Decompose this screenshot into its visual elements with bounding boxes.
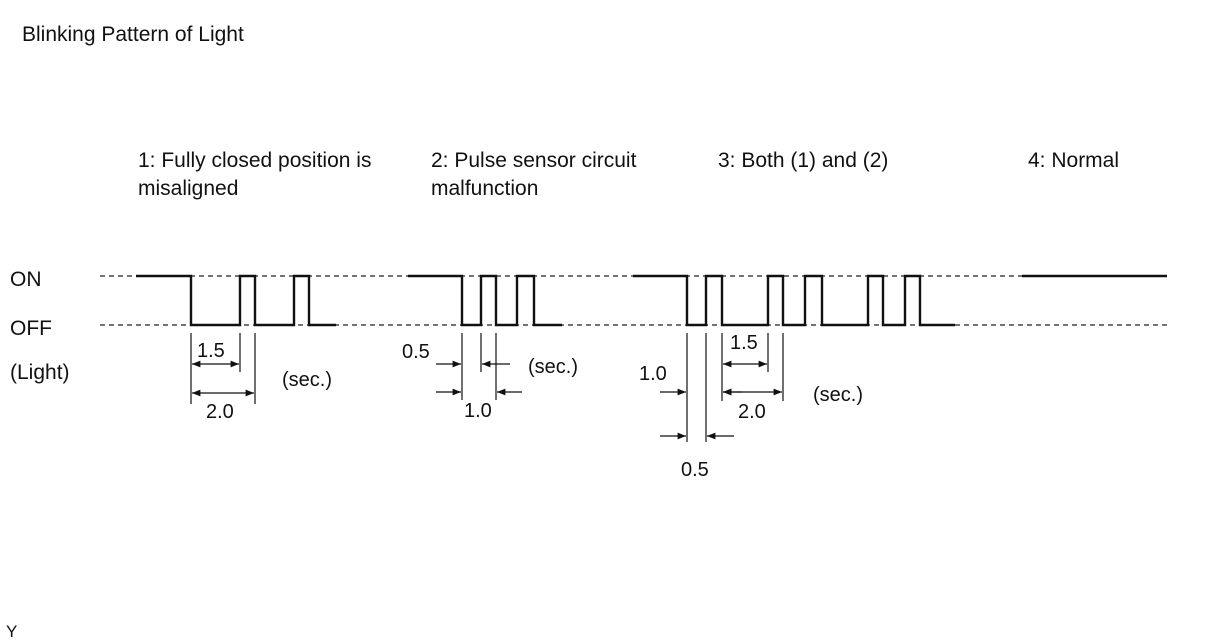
- pattern-4-heading: 4: Normal: [1028, 149, 1119, 172]
- pattern-2-unit-label: (sec.): [528, 356, 578, 378]
- pattern-3-dimension-long-cycle: 2.0: [738, 401, 766, 423]
- pattern-3-dimension-short-cycle: 1.0: [639, 363, 667, 385]
- on-level-label: ON: [10, 268, 42, 291]
- pattern-1: 1: Fully closed position is misaligned 1…: [136, 149, 371, 423]
- pattern-2: 2: Pulse sensor circuit malfunction 0.5 …: [402, 149, 637, 422]
- pattern-2-waveform: [408, 274, 562, 327]
- pattern-1-dimension-off-time: 1.5: [197, 340, 225, 362]
- corner-mark: Y: [6, 622, 17, 641]
- pattern-3-dimension-long-off: 1.5: [730, 332, 758, 354]
- figure-title: Blinking Pattern of Light: [22, 23, 244, 46]
- pattern-3-dimension-short-off: 0.5: [681, 459, 709, 481]
- off-level-label: OFF: [10, 317, 52, 340]
- pattern-3-heading: 3: Both (1) and (2): [718, 149, 888, 172]
- pattern-2-dimension-cycle: 1.0: [464, 400, 492, 422]
- pattern-2-heading-line-2: malfunction: [431, 177, 538, 200]
- pattern-1-heading-line-2: misaligned: [138, 177, 238, 200]
- pattern-2-heading-line-1: 2: Pulse sensor circuit: [431, 149, 637, 172]
- pattern-3: 3: Both (1) and (2) 1.0 0.5 1.5 2.0 (sec…: [633, 149, 955, 481]
- pattern-1-dimension-cycle: 2.0: [206, 401, 234, 423]
- pattern-4: 4: Normal: [1022, 149, 1167, 278]
- pattern-2-dimension-off-time: 0.5: [402, 341, 430, 363]
- pattern-1-heading-line-1: 1: Fully closed position is: [138, 149, 371, 172]
- pattern-3-waveform: [633, 274, 955, 327]
- pattern-1-unit-label: (sec.): [282, 369, 332, 391]
- pattern-3-unit-label: (sec.): [813, 384, 863, 406]
- pattern-1-waveform: [136, 274, 336, 327]
- light-axis-label: (Light): [10, 361, 70, 384]
